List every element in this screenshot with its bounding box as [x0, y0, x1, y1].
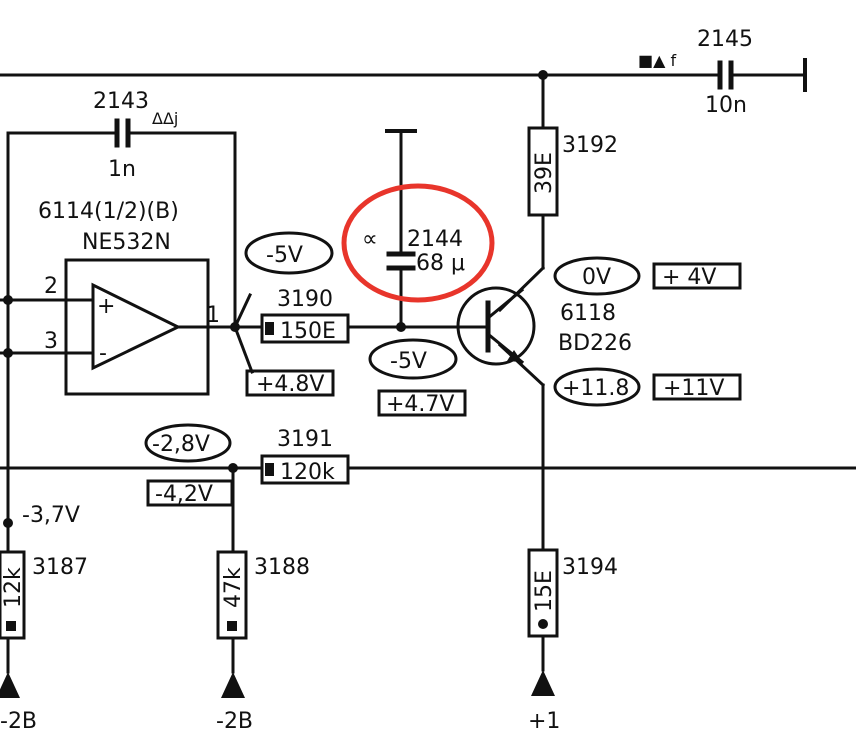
- cap-2143-ref: 2143: [93, 89, 149, 114]
- supply-left-label: -2B: [0, 709, 37, 734]
- junction-dot: [3, 295, 13, 305]
- junction-dot: [228, 463, 238, 473]
- resistor-3188-value: 47k: [221, 567, 246, 608]
- supply-arrow-middle: [221, 672, 245, 698]
- opamp-minus-sign: -: [99, 341, 107, 366]
- resistor-3191-marker: [265, 463, 274, 476]
- cap-2145-marker: ■▲ f: [638, 51, 677, 70]
- resistor-3194-body: [527, 548, 559, 638]
- cap-2145-value: 10n: [705, 93, 747, 118]
- box-opamp-out: [245, 369, 335, 397]
- transistor-model: BD226: [558, 331, 632, 356]
- oval-collector: [553, 256, 641, 296]
- resistor-3187-ref: 3187: [32, 555, 88, 580]
- voltage-emitter-box: +11V: [663, 376, 724, 401]
- transistor-collector-lead: [485, 287, 525, 321]
- resistor-3192-ref: 3192: [562, 133, 618, 158]
- cap-2143-marker: ΔΔj: [152, 109, 178, 128]
- voltage-emitter-oval: +11.8: [562, 376, 629, 401]
- supply-right-label: +1: [528, 709, 560, 734]
- box-emitter: [652, 373, 742, 401]
- resistor-3191-body: [260, 454, 350, 485]
- oval-emitter: [553, 367, 641, 407]
- voltage-node-3191-oval: -2,8V: [152, 432, 210, 457]
- cap-2144-prefix: ∝: [362, 227, 378, 252]
- box-base: [377, 389, 467, 417]
- junction-dot: [3, 518, 13, 528]
- oval-node-3191: [144, 423, 232, 463]
- opamp-pin1-label: 1: [206, 303, 220, 328]
- resistor-3191-ref: 3191: [277, 427, 333, 452]
- resistor-3192-body: [527, 126, 559, 217]
- junction-dot: [538, 70, 548, 80]
- voltage-collector-oval: 0V: [582, 265, 611, 290]
- resistor-3190-ref: 3190: [277, 287, 333, 312]
- wire-output-diag-down: [233, 325, 254, 374]
- resistor-3194-value: 15E: [532, 570, 557, 612]
- oval-base: [368, 338, 458, 380]
- transistor-ref: 6118: [560, 301, 616, 326]
- opamp-ref-label: 6114(1/2)(B): [38, 199, 179, 224]
- cap-2143-value: 1n: [108, 157, 136, 182]
- junction-dot: [230, 322, 240, 332]
- cap-2144-ref: 2144: [407, 227, 463, 252]
- resistor-3194-marker: [538, 619, 548, 629]
- resistor-3187-marker: [6, 621, 16, 631]
- resistor-3188-marker: [227, 621, 237, 631]
- resistor-3187-value: 12k: [1, 567, 26, 608]
- voltage-base-oval: -5V: [390, 349, 427, 374]
- supply-arrow-right: [531, 670, 555, 696]
- junction-dot: [3, 348, 13, 358]
- resistor-3191-value: 120k: [280, 460, 335, 485]
- cap-2145-ref: 2145: [697, 27, 753, 52]
- resistor-3190-marker: [265, 322, 274, 335]
- wire-output-diag-up: [233, 293, 252, 329]
- resistor-3194-ref: 3194: [562, 555, 618, 580]
- opamp-plus-sign: +: [97, 294, 115, 319]
- opamp-pin3-label: 3: [44, 329, 58, 354]
- transistor-6118-circle: [456, 286, 536, 366]
- voltage-opamp-out-box: +4.8V: [256, 372, 324, 397]
- box-collector: [652, 262, 742, 290]
- junction-dot: [396, 322, 406, 332]
- voltage-opamp-out-oval: -5V: [266, 243, 303, 268]
- opamp-pin2-label: 2: [44, 274, 58, 299]
- opamp-model-label: NE532N: [82, 230, 171, 255]
- box-node-3191: [146, 479, 234, 507]
- voltage-base-box: +4.7V: [386, 392, 454, 417]
- transistor-emitter-arrow: [507, 350, 522, 362]
- resistor-3192-value: 39E: [532, 152, 557, 194]
- supply-middle-label: -2B: [216, 709, 253, 734]
- resistor-3190-body: [260, 313, 350, 344]
- resistor-3190-value: 150E: [280, 319, 336, 344]
- voltage-left-node: -3,7V: [22, 503, 80, 528]
- resistor-3188-ref: 3188: [254, 555, 310, 580]
- resistor-3188-body: [216, 550, 248, 640]
- oval-opamp-out: [244, 231, 334, 275]
- voltage-node-3191-box: -4,2V: [155, 482, 213, 507]
- resistor-3187-body: [0, 550, 26, 640]
- highlight-circle-2144: [341, 183, 495, 303]
- cap-2144-value: 68 μ: [416, 251, 465, 276]
- supply-arrow-left: [0, 672, 20, 698]
- voltage-collector-box: + 4V: [662, 265, 716, 290]
- opamp-triangle: [91, 282, 182, 371]
